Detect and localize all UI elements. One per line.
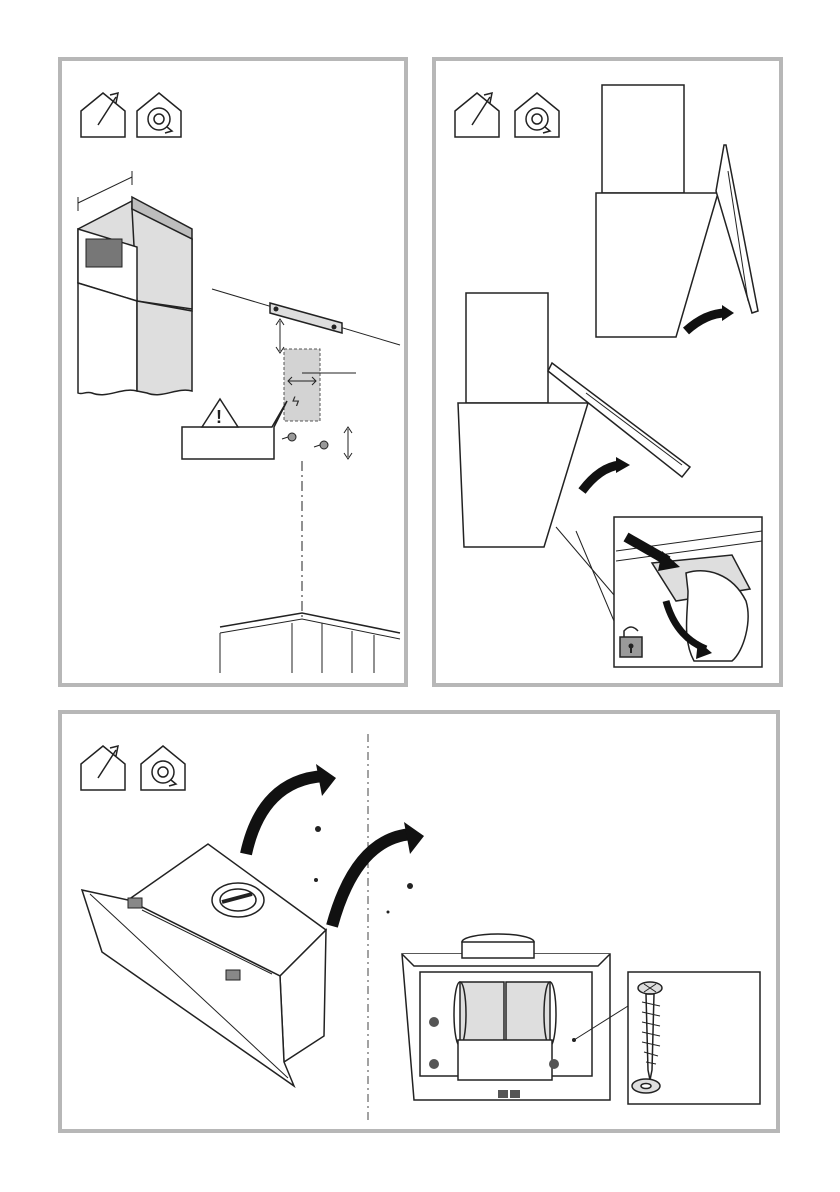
warning-callout: ! bbox=[182, 399, 287, 459]
recirculation-house-icon bbox=[141, 746, 185, 790]
ducted-house-icon bbox=[81, 746, 125, 790]
wall-screws bbox=[282, 427, 352, 459]
screw-inset bbox=[628, 972, 760, 1104]
panel-chimney-installation: ϟ ! bbox=[58, 57, 408, 687]
electric-symbol-icon: ϟ bbox=[292, 393, 300, 409]
ducted-house-icon bbox=[81, 93, 125, 137]
panel-mount-hood-body bbox=[58, 710, 780, 1133]
warning-icon: ! bbox=[216, 407, 222, 427]
ducted-house-icon bbox=[455, 93, 499, 137]
release-detail-callout bbox=[556, 517, 762, 667]
recirculation-house-icon bbox=[137, 93, 181, 137]
bracket-height-arrow bbox=[276, 319, 284, 353]
recirculation-house-icon bbox=[515, 93, 559, 137]
hood-upper bbox=[596, 85, 758, 337]
electrical-area: ϟ bbox=[284, 349, 356, 421]
cooktop-cabinet bbox=[220, 613, 400, 673]
hood-body-tilted bbox=[82, 844, 326, 1086]
wall-bracket bbox=[270, 303, 342, 333]
panel-open-glass bbox=[432, 57, 783, 687]
hood-body-front bbox=[402, 934, 628, 1100]
